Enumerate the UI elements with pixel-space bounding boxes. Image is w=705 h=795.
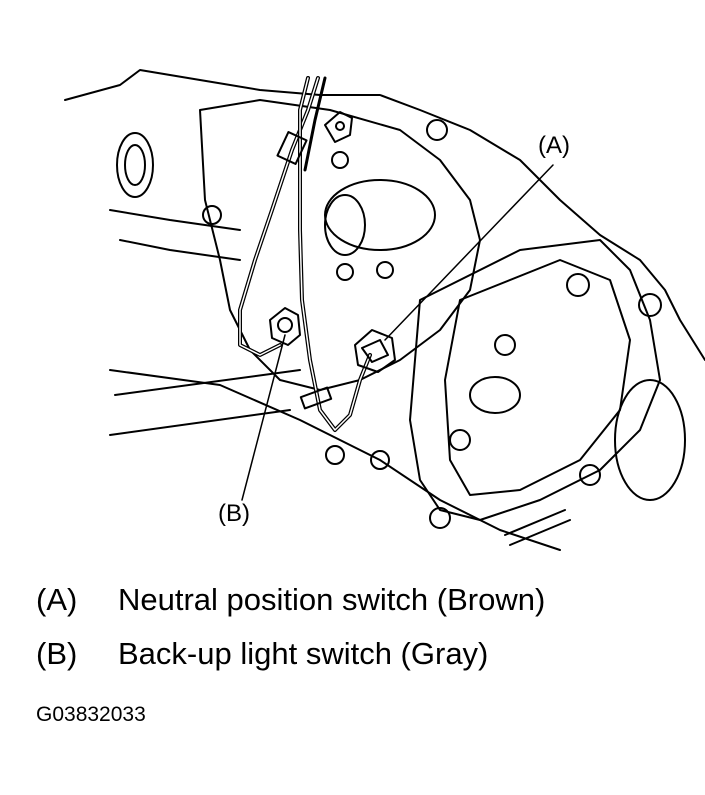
left-rod-upper [109, 209, 241, 231]
cylinder-housing [324, 179, 436, 251]
extension-flange [444, 259, 631, 496]
wire-bracket [324, 111, 353, 143]
bolt-icon [370, 450, 390, 470]
neutral-position-switch [354, 329, 396, 373]
legend-key: (A) [36, 582, 78, 617]
extension-housing [409, 239, 661, 521]
bolt-icon [449, 429, 471, 451]
callout-label-b: (B) [218, 500, 250, 527]
transmission-line-drawing [64, 69, 705, 551]
bolt-icon [638, 293, 662, 317]
left-rail-2 [109, 409, 291, 436]
harness-wire-2 [298, 76, 372, 432]
figure-id: G03832033 [36, 703, 146, 726]
bolt-icon [202, 205, 222, 225]
bolt-icon [579, 464, 601, 486]
harness-wire-3 [303, 76, 327, 172]
transmission-case [199, 99, 481, 391]
bolt-icon [429, 507, 451, 529]
harness-wire-2-inner [299, 77, 371, 431]
bolt-icon [566, 273, 590, 297]
legend-row-a: (A) Neutral position switch (Brown) [36, 582, 545, 618]
output-shaft [469, 376, 521, 414]
bolt-icon [325, 445, 345, 465]
output-shaft-seal [614, 379, 686, 501]
bolt-heads [202, 119, 662, 529]
bolt-icon [426, 119, 448, 141]
callout-label-a: (A) [538, 132, 570, 159]
gear-outline [116, 132, 154, 198]
legend-text: Neutral position switch (Brown) [118, 582, 546, 617]
harness-clip-lower [299, 386, 333, 410]
legend-text: Back-up light switch (Gray) [118, 636, 489, 671]
gear-inner [124, 144, 146, 186]
left-rail-1 [114, 369, 301, 396]
leader-line-b [241, 334, 286, 501]
legend-key: (B) [36, 636, 78, 671]
left-rod-lower [119, 239, 241, 261]
bracket-hole [335, 121, 345, 131]
cylinder-cap [324, 194, 366, 256]
bolt-icon [376, 261, 394, 279]
back-up-light-switch [269, 307, 301, 346]
leader-line-a [384, 164, 554, 341]
bolt-icon [336, 263, 354, 281]
lower-case-edge [109, 369, 561, 551]
bolt-icon [331, 151, 349, 169]
engine-body-outline [64, 69, 705, 361]
legend-row-b: (B) Back-up light switch (Gray) [36, 636, 488, 672]
breather-tube [504, 509, 571, 546]
harness-clip-upper [276, 130, 308, 166]
harness-wire-1-inner [239, 77, 319, 356]
bolt-icon [494, 334, 516, 356]
